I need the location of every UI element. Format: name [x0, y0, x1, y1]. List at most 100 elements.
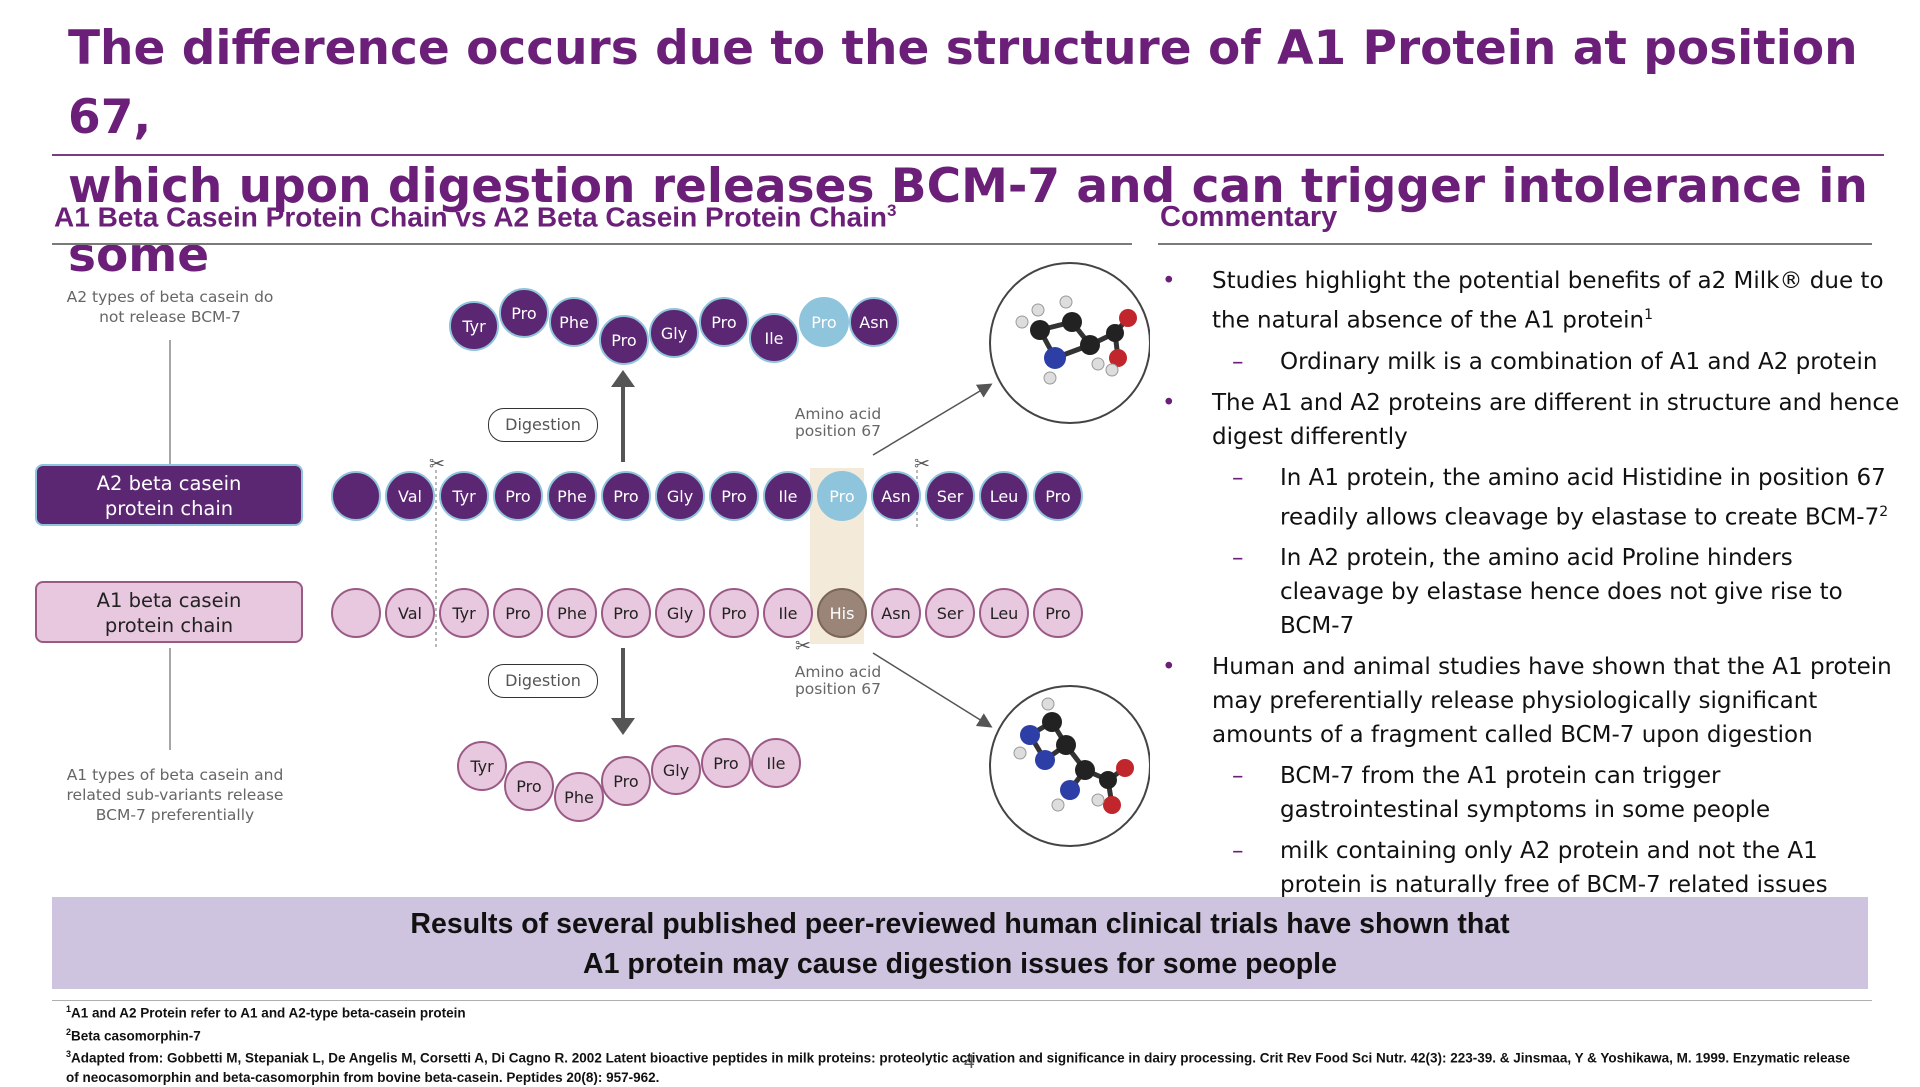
commentary-sub-bullet: –Ordinary milk is a combination of A1 an…: [1162, 345, 1902, 379]
histidine-molecule-icon: [1013, 697, 1134, 814]
a1-fragment-bead: [751, 738, 801, 788]
commentary-heading-divider: [1158, 243, 1872, 245]
a1-chain-label: A1 beta casein protein chain: [35, 581, 303, 643]
a1-note-line: A1 types of beta casein and: [66, 766, 284, 784]
diagram-heading: A1 Beta Casein Protein Chain vs A2 Beta …: [54, 201, 896, 233]
sub-bullet-text: BCM-7 from the A1 protein can trigger ga…: [1280, 763, 1771, 824]
a1-chain-bead: [655, 588, 705, 638]
a2-fragment-bead-label: Asn: [859, 313, 888, 332]
a1-chain-label-line: protein chain: [104, 614, 234, 637]
a1-chain-bead: [439, 588, 489, 638]
a2-fragment-bead: [799, 297, 849, 347]
a1-note-line: BCM-7 preferentially: [95, 806, 255, 824]
a2-chain-label-line: A2 beta casein: [96, 472, 242, 495]
bullet-text: The A1 and A2 proteins are different in …: [1212, 389, 1900, 450]
a1-chain-bead-label: Phe: [557, 604, 587, 623]
a2-chain-bead: [493, 471, 543, 521]
footnote-divider: [52, 1000, 1872, 1001]
a2-chain-bead-label: Val: [398, 487, 422, 506]
a2-fragment-bead: [449, 301, 499, 351]
a1-fragment-bead-label: Pro: [613, 772, 638, 791]
a1-chain-bead: [871, 588, 921, 638]
a1-fragment-bead: [504, 761, 554, 811]
sub-bullet-text: milk containing only A2 protein and not …: [1280, 838, 1828, 899]
protein-chain-diagram: ✂ ✂ ✂: [0, 250, 1150, 870]
a2-chain-bead: [601, 471, 651, 521]
bullet-marker-icon: •: [1162, 389, 1176, 416]
commentary-bullet: • The A1 and A2 proteins are different in…: [1162, 386, 1902, 454]
a2-chain-bead-label: Asn: [881, 487, 910, 506]
a1-fragment-bead: [457, 741, 507, 791]
a1-note: A1 types of beta casein and related sub-…: [35, 765, 315, 825]
footnotes: 1A1 and A2 Protein refer to A1 and A2-ty…: [66, 1000, 1856, 1087]
sub-bullet-text: Ordinary milk is a combination of A1 and…: [1280, 348, 1878, 375]
a1-chain-bead-label: Pro: [505, 604, 530, 623]
a1-chain-bead: [817, 588, 867, 638]
amino-acid-label-line: Amino acid: [794, 405, 882, 423]
a1-note-line: related sub-variants release: [66, 786, 284, 804]
a2-chain-bead-label: Pro: [505, 487, 530, 506]
a1-chain-bead-label: Val: [398, 604, 422, 623]
a1-fragment-bead: [554, 772, 604, 822]
a1-chain-bead-label: Gly: [667, 604, 693, 623]
a1-chain-bead-label: Ser: [937, 604, 964, 623]
a2-fragment-bead: [649, 308, 699, 358]
bullet-marker-icon: •: [1162, 268, 1176, 294]
a2-fragment-bead: [599, 315, 649, 365]
a2-chain-bead-label: Gly: [667, 487, 693, 506]
bullet-ref: 1: [1644, 307, 1653, 323]
commentary-list: •Studies highlight the potential benefit…: [1162, 264, 1902, 909]
a1-chain-bead: [493, 588, 543, 638]
a1-fragment-bead: [601, 756, 651, 806]
a2-chain-bead: [709, 471, 759, 521]
a1-chain-bead-label: Pro: [613, 604, 638, 623]
arrow-to-proline-molecule: [872, 383, 993, 456]
dash-marker-icon: –: [1232, 763, 1244, 790]
digestion-label-bottom: Digestion: [488, 664, 598, 698]
a2-fragment-bead-label: Ile: [764, 329, 783, 348]
footnote: 3Adapted from: Gobbetti M, Stepaniak L, …: [66, 1045, 1856, 1087]
a2-chain-bead-label: Pro: [1045, 487, 1070, 506]
bullet-text: Human and animal studies have shown that…: [1212, 654, 1892, 749]
diagram-heading-divider: [52, 243, 1132, 245]
footnote-text: A1 and A2 Protein refer to A1 and A2-typ…: [71, 1005, 466, 1021]
bullet-marker-icon: •: [1162, 654, 1176, 681]
a2-fragment-bead-label: Tyr: [461, 317, 486, 336]
page-number: 4: [964, 1052, 975, 1073]
a1-fragment-bead: [701, 738, 751, 788]
a1-chain-bead: [601, 588, 651, 638]
a1-chain-bead: [547, 588, 597, 638]
a2-fragment-bead-label: Pro: [611, 331, 636, 350]
a1-chain-bead: [763, 588, 813, 638]
a2-chain-bead: [331, 471, 381, 521]
a1-chain-bead-label: Ile: [778, 604, 797, 623]
scissors-icon: ✂: [429, 453, 445, 475]
a2-fragment-bead-label: Phe: [559, 313, 589, 332]
commentary-sub-bullet: – BCM-7 from the A1 protein can trigger g…: [1162, 759, 1902, 827]
a2-note: A2 types of beta casein do not release B…: [40, 287, 300, 327]
footnote-ref: 3: [66, 1049, 72, 1059]
a1-fragment-bead-label: Tyr: [469, 757, 494, 776]
commentary-heading: Commentary: [1160, 201, 1338, 233]
footnote: 2Beta casomorphin-7: [66, 1023, 1856, 1046]
slide-title-line-2: which upon digestion releases BCM-7 and …: [68, 159, 1868, 283]
sub-bullet-text: In A1 protein, the amino acid Histidine …: [1280, 464, 1886, 531]
footnote: 1A1 and A2 Protein refer to A1 and A2-ty…: [66, 1000, 1856, 1023]
dash-marker-icon: –: [1232, 545, 1244, 572]
commentary-sub-bullet: –In A1 protein, the amino acid Histidine…: [1162, 461, 1902, 535]
results-callout: Results of several published peer-review…: [52, 897, 1868, 989]
footnote-ref: 2: [66, 1026, 72, 1037]
digestion-label-top: Digestion: [488, 408, 598, 442]
commentary-bullet: • Human and animal studies have shown tha…: [1162, 650, 1902, 752]
a2-chain-bead: [385, 471, 435, 521]
footnote-text: Adapted from: Gobbetti M, Stepaniak L, D…: [66, 1050, 1850, 1085]
a1-chain-bead-label: His: [830, 604, 855, 623]
slide-title: The difference occurs due to the structu…: [68, 14, 1888, 290]
a2-chain-bead-label: Tyr: [451, 487, 476, 506]
a2-fragment-bead: [849, 297, 899, 347]
a2-chain-bead: [763, 471, 813, 521]
a2-chain-bead: [655, 471, 705, 521]
